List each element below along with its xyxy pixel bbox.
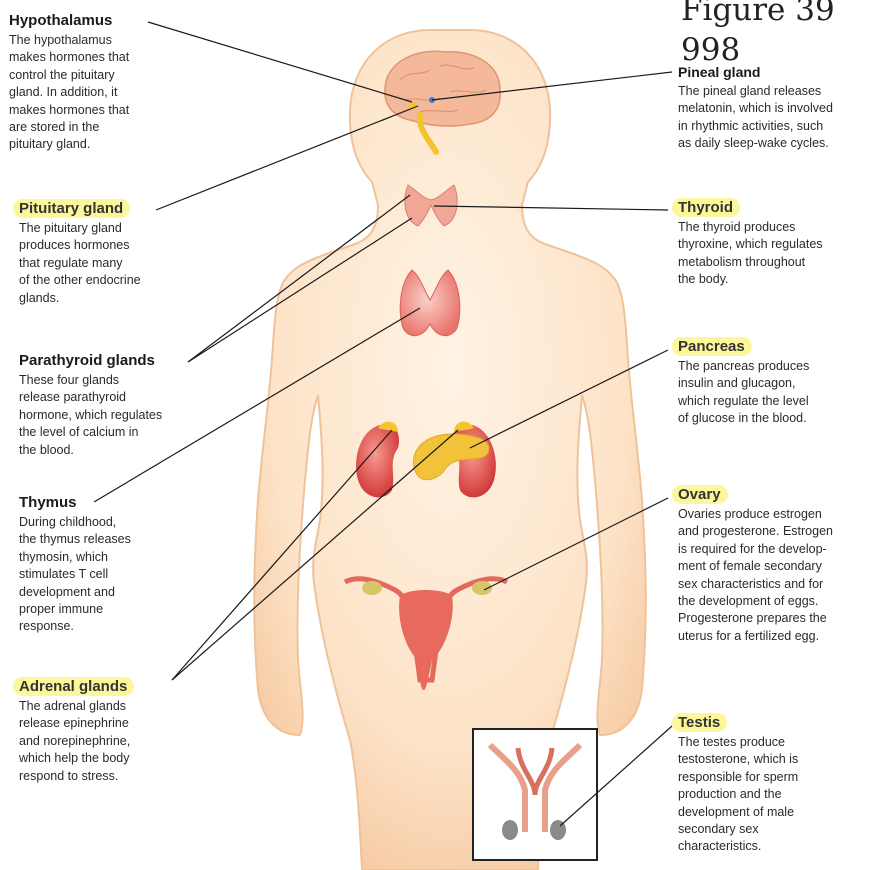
adrenal-description: The adrenal glands release epinephrine a… xyxy=(19,698,134,785)
desc-line: that regulate many xyxy=(19,255,141,272)
desc-line: proper immune xyxy=(19,601,131,618)
desc-line: characteristics. xyxy=(678,838,798,855)
desc-line: The adrenal glands xyxy=(19,698,134,715)
pineal-label: Pineal gland The pineal gland releases m… xyxy=(678,63,833,153)
pancreas-label: Pancreas The pancreas produces insulin a… xyxy=(678,338,809,428)
desc-line: and norepinephrine, xyxy=(19,733,134,750)
desc-line: The thyroid produces xyxy=(678,219,823,236)
desc-line: stimulates T cell xyxy=(19,566,131,583)
desc-line: The testes produce xyxy=(678,734,798,751)
desc-line: Ovaries produce estrogen xyxy=(678,506,833,523)
thymus-title: Thymus xyxy=(19,494,131,512)
desc-line: melatonin, which is involved xyxy=(678,100,833,117)
desc-line: secondary sex xyxy=(678,821,798,838)
desc-line: The pituitary gland xyxy=(19,220,141,237)
desc-line: The hypothalamus xyxy=(9,32,129,49)
desc-line: glands. xyxy=(19,290,141,307)
desc-line: thymosin, which xyxy=(19,549,131,566)
thymus-description: During childhood, the thymus releases th… xyxy=(19,514,131,636)
desc-line: testosterone, which is xyxy=(678,751,798,768)
ovary-title: Ovary xyxy=(672,485,728,504)
desc-line: and progesterone. Estrogen xyxy=(678,523,833,540)
parathyroid-label: Parathyroid glands These four glands rel… xyxy=(19,352,162,459)
ovary-description: Ovaries produce estrogen and progesteron… xyxy=(678,506,833,645)
desc-line: the blood. xyxy=(19,442,162,459)
desc-line: response. xyxy=(19,618,131,635)
desc-line: the level of calcium in xyxy=(19,424,162,441)
desc-line: Progesterone prepares the xyxy=(678,610,833,627)
hypothalamus-label: Hypothalamus The hypothalamus makes horm… xyxy=(9,12,129,154)
pancreas-description: The pancreas produces insulin and glucag… xyxy=(678,358,809,428)
desc-line: the thymus releases xyxy=(19,531,131,548)
desc-line: respond to stress. xyxy=(19,768,134,785)
testis-label: Testis The testes produce testosterone, … xyxy=(678,714,798,856)
desc-line: These four glands xyxy=(19,372,162,389)
desc-line: of glucose in the blood. xyxy=(678,410,809,427)
desc-line: control the pituitary xyxy=(9,67,129,84)
desc-line: development and xyxy=(19,584,131,601)
desc-line: During childhood, xyxy=(19,514,131,531)
desc-line: makes hormones that xyxy=(9,102,129,119)
pancreas-title: Pancreas xyxy=(672,337,752,356)
desc-line: hormone, which regulates xyxy=(19,407,162,424)
desc-line: thyroxine, which regulates xyxy=(678,236,823,253)
pineal-description: The pineal gland releases melatonin, whi… xyxy=(678,83,833,153)
desc-line: the body. xyxy=(678,271,823,288)
desc-line: which help the body xyxy=(19,750,134,767)
pituitary-description: The pituitary gland produces hormones th… xyxy=(19,220,141,307)
desc-line: ment of female secondary xyxy=(678,558,833,575)
parathyroid-title: Parathyroid glands xyxy=(19,352,162,370)
desc-line: The pancreas produces xyxy=(678,358,809,375)
testis-description: The testes produce testosterone, which i… xyxy=(678,734,798,856)
desc-line: of the other endocrine xyxy=(19,272,141,289)
desc-line: release epinephrine xyxy=(19,715,134,732)
desc-line: makes hormones that xyxy=(9,49,129,66)
adrenal-label: Adrenal glands The adrenal glands releas… xyxy=(19,678,134,785)
testis-title: Testis xyxy=(672,713,727,732)
desc-line: metabolism throughout xyxy=(678,254,823,271)
desc-line: the development of eggs. xyxy=(678,593,833,610)
hypothalamus-title: Hypothalamus xyxy=(9,12,129,30)
pituitary-label: Pituitary gland The pituitary gland prod… xyxy=(19,200,141,307)
desc-line: development of male xyxy=(678,804,798,821)
desc-line: as daily sleep-wake cycles. xyxy=(678,135,833,152)
ovary-label: Ovary Ovaries produce estrogen and proge… xyxy=(678,486,833,645)
desc-line: sex characteristics and for xyxy=(678,576,833,593)
figure-title-line-1: Figure 39 xyxy=(681,0,835,30)
desc-line: uterus for a fertilized egg. xyxy=(678,628,833,645)
desc-line: produces hormones xyxy=(19,237,141,254)
desc-line: which regulate the level xyxy=(678,393,809,410)
desc-line: in rhythmic activities, such xyxy=(678,118,833,135)
desc-line: responsible for sperm xyxy=(678,769,798,786)
thyroid-description: The thyroid produces thyroxine, which re… xyxy=(678,219,823,289)
pineal-title: Pineal gland xyxy=(678,63,833,81)
testis-inset xyxy=(473,729,597,860)
desc-line: gland. In addition, it xyxy=(9,84,129,101)
desc-line: insulin and glucagon, xyxy=(678,375,809,392)
desc-line: release parathyroid xyxy=(19,389,162,406)
pituitary-title: Pituitary gland xyxy=(13,199,130,218)
desc-line: pituitary gland. xyxy=(9,136,129,153)
thyroid-title: Thyroid xyxy=(672,198,740,217)
thymus-label: Thymus During childhood, the thymus rele… xyxy=(19,494,131,636)
parathyroid-description: These four glands release parathyroid ho… xyxy=(19,372,162,459)
desc-line: The pineal gland releases xyxy=(678,83,833,100)
figure-title: Figure 39 998 xyxy=(681,0,835,70)
desc-line: is required for the develop- xyxy=(678,541,833,558)
adrenal-title: Adrenal glands xyxy=(13,677,134,696)
hypothalamus-description: The hypothalamus makes hormones that con… xyxy=(9,32,129,154)
thyroid-label: Thyroid The thyroid produces thyroxine, … xyxy=(678,199,823,289)
desc-line: are stored in the xyxy=(9,119,129,136)
desc-line: production and the xyxy=(678,786,798,803)
